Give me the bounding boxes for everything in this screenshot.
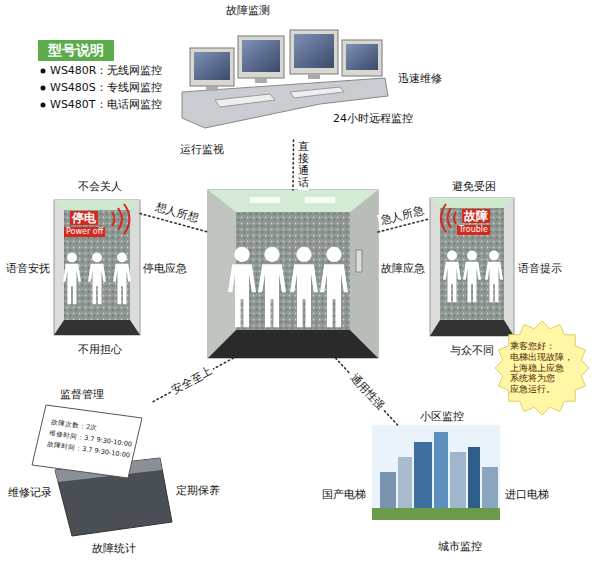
computer-station — [194, 52, 230, 80]
bullet-dots — [41, 103, 46, 108]
caption-text: 故障监测 — [226, 4, 270, 17]
edge-label: 急人所急 — [377, 203, 427, 228]
bullet-dots — [41, 69, 46, 74]
caption-text: 进口电梯 — [505, 488, 549, 501]
starburst-shape — [495, 321, 589, 415]
caption-text: 停电 — [70, 211, 98, 225]
notice-starburst: 乘客您好： 电梯出现故障， 上海稳上应急 系统将为您 应急运行。 — [494, 320, 590, 416]
caption-text: 小区监控 — [420, 410, 464, 423]
edge-label: 想人所想 — [152, 200, 202, 225]
caption-text: 国产电梯 — [322, 488, 366, 501]
caption-text: 与众不同 — [450, 344, 494, 357]
caption-text: 故障统计 — [92, 542, 136, 555]
right-elevator-car — [441, 204, 456, 232]
notice-text: 乘客您好： 电梯出现故障， 上海稳上应急 系统将为您 应急运行。 — [510, 341, 574, 394]
monitoring-station: 故障监测迅速维修24小时远程监控运行监视 — [178, 25, 388, 140]
left-elevator-car — [54, 200, 140, 335]
dotted-connector — [292, 140, 294, 190]
computer-station — [346, 44, 378, 70]
right-elevator-car — [463, 250, 481, 302]
left-elevator-car — [54, 320, 140, 335]
dotted-connector — [151, 358, 234, 403]
main-elevator-car — [208, 190, 378, 358]
main-elevator-car — [290, 247, 318, 328]
caption-text: 停电应急 — [143, 262, 187, 275]
city-skyline — [434, 432, 448, 520]
main-elevator-car — [356, 250, 362, 272]
caption-text: Trouble — [457, 225, 490, 235]
main-elevator-car — [208, 190, 378, 358]
right-elevator-car — [485, 250, 503, 302]
main-elevator-car — [350, 190, 378, 358]
main-elevator — [208, 190, 378, 358]
model-description: WS480T：电话网监控 — [50, 98, 162, 111]
computer-station — [308, 74, 320, 79]
main-elevator-car — [305, 197, 335, 203]
main-elevator-car — [250, 197, 280, 203]
caption-text: 故障应急 — [381, 262, 425, 275]
main-elevator-car — [208, 330, 378, 358]
caption-text: 城市监控 — [438, 540, 482, 553]
main-elevator-car — [258, 247, 286, 328]
caption-text: 维修记录 — [8, 486, 52, 499]
power-off-elevator: 不会关人停电Power off语音安抚停电应急不用担心 — [54, 200, 140, 335]
caption-text: 定期保养 — [176, 484, 220, 497]
edge-label: 安全至上 — [168, 363, 216, 398]
left-elevator-car — [112, 204, 130, 234]
main-elevator-car — [208, 190, 378, 212]
computer-station — [290, 87, 344, 98]
computer-station — [190, 48, 234, 86]
computer-station — [294, 34, 334, 68]
left-elevator-car — [54, 200, 140, 335]
caption-text: 不会关人 — [78, 180, 122, 193]
caption-text: 不用担心 — [78, 343, 122, 356]
edge-label: 通用性强 — [345, 370, 387, 414]
printer-illustration — [32, 405, 172, 536]
bullet-dots — [41, 86, 46, 91]
heading-text: 型号说明 — [48, 42, 104, 59]
city-skyline — [372, 508, 500, 520]
city-monitoring: 小区监控国产电梯进口电梯城市监控 — [372, 425, 500, 520]
caption-text: 监督管理 — [60, 388, 104, 401]
right-elevator-car — [430, 320, 514, 336]
caption-text: 运行监视 — [180, 143, 224, 156]
computer-station — [290, 30, 338, 74]
computer-station — [215, 94, 275, 107]
computer-station — [238, 36, 284, 78]
main-elevator-car — [236, 212, 350, 330]
computer-station — [255, 78, 267, 83]
left-elevator-car — [113, 252, 131, 304]
model-heading-box: 型号说明 — [38, 40, 114, 61]
dotted-connector — [336, 358, 398, 425]
model-description: WS480R：无线网监控 — [50, 64, 163, 77]
bullet-dots — [41, 69, 46, 108]
caption-text: 故障 — [462, 209, 490, 223]
main-elevator-car — [320, 247, 348, 328]
trouble-elevator: 避免受困故障Trouble故障应急语音提示与众不同 — [430, 198, 514, 336]
city-skyline — [372, 425, 500, 520]
caption-text: 语音提示 — [518, 262, 562, 275]
computer-station — [242, 40, 280, 72]
caption-text: 避免受困 — [452, 180, 496, 193]
caption-text: 语音安抚 — [6, 262, 50, 275]
right-elevator-car — [430, 198, 514, 336]
left-elevator-car — [88, 252, 106, 304]
caption-text: Power off — [64, 227, 105, 237]
city-skyline — [372, 425, 500, 520]
main-elevator-car — [228, 247, 256, 328]
right-elevator-car — [430, 198, 514, 208]
left-elevator-car — [63, 252, 81, 304]
right-elevator-car — [430, 198, 514, 336]
printer-illustration — [32, 405, 142, 478]
edge-label: 直接通话 — [298, 140, 309, 190]
caption-text: 24小时远程监控 — [333, 112, 413, 125]
caption-text: 迅速维修 — [398, 72, 442, 85]
computer-station — [342, 40, 382, 76]
right-elevator-car — [443, 250, 461, 302]
model-description: WS480S：专线网监控 — [50, 81, 162, 94]
printer-report: 监督管理故障次数：2次维修时间：3.7 9:30-10:00故障时间：3.7 9… — [30, 403, 172, 536]
computer-station — [206, 86, 218, 91]
